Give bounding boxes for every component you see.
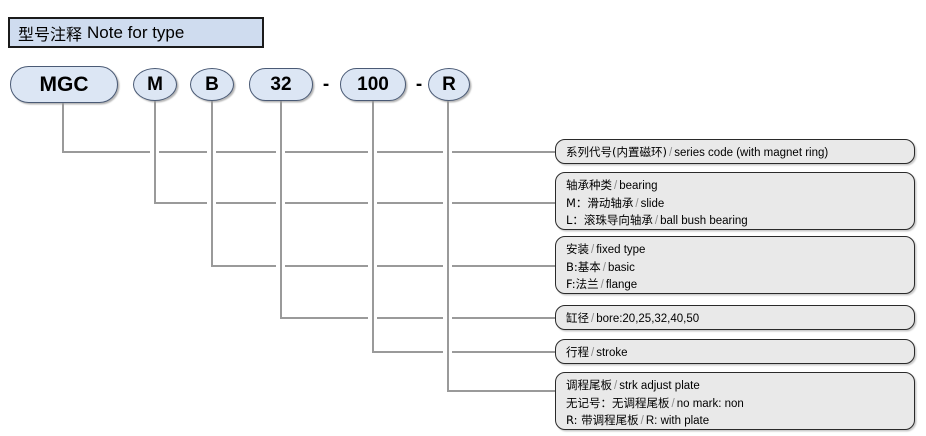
leader-vline-stroke [372, 101, 374, 353]
leader-hline-series [285, 151, 368, 153]
leader-hline-bearing [285, 202, 368, 204]
leader-vline-adjust-plate [447, 101, 449, 392]
code-separator-1: - [322, 73, 330, 95]
description-series: 系列代号(内置磁环)/series code (with magnet ring… [555, 139, 915, 164]
code-segment-bore-label: 32 [270, 73, 292, 95]
leader-hline-bearing [154, 202, 207, 204]
leader-hline-stroke [372, 351, 443, 353]
leader-hline-series [159, 151, 207, 153]
description-bore: 缸径/bore:20,25,32,40,50 [555, 305, 915, 330]
leader-hline-series [377, 151, 443, 153]
description-line: L：滚珠导向轴承/ball bush bearing [566, 213, 748, 227]
description-line: 调程尾板/strk adjust plate [566, 378, 700, 392]
description-line: R: 带调程尾板/R: with plate [566, 413, 710, 427]
code-segment-bearing-label: M [147, 73, 163, 95]
leader-hline-stroke [452, 351, 557, 353]
code-segment-fixed-type-label: B [205, 73, 219, 95]
leader-hline-series [62, 151, 150, 153]
leader-hline-adjust-plate [447, 390, 557, 392]
code-segment-bearing[interactable]: M [133, 68, 177, 101]
leader-hline-fixed-type [285, 265, 368, 267]
leader-hline-fixed-type [452, 265, 557, 267]
description-stroke: 行程/stroke [555, 339, 915, 364]
description-line: 缸径/bore:20,25,32,40,50 [566, 311, 700, 325]
leader-hline-bore [377, 317, 443, 319]
leader-vline-fixed-type [211, 101, 213, 267]
code-segment-adjust-plate[interactable]: R [428, 68, 470, 101]
code-segment-bore[interactable]: 32 [249, 68, 313, 101]
leader-hline-fixed-type [211, 265, 276, 267]
code-segment-stroke-label: 100 [357, 73, 389, 95]
code-segment-stroke[interactable]: 100 [340, 68, 406, 101]
leader-vline-series [62, 103, 64, 153]
leader-vline-bearing [154, 101, 156, 204]
leader-hline-bearing [452, 202, 557, 204]
page-title-cn: 型号注释 [18, 24, 83, 44]
code-separator-2: - [415, 73, 423, 95]
leader-hline-bore [280, 317, 368, 319]
leader-hline-bearing [377, 202, 443, 204]
leader-hline-fixed-type [377, 265, 443, 267]
description-line: 无记号：无调程尾板/no mark: non [566, 395, 744, 410]
code-segment-series-label: MGC [39, 72, 89, 96]
description-adjust-plate: 调程尾板/strk adjust plate 无记号：无调程尾板/no mark… [555, 372, 915, 430]
description-line: 系列代号(内置磁环)/series code (with magnet ring… [566, 145, 829, 159]
page-title-en: Note for type [87, 22, 185, 42]
code-segment-adjust-plate-label: R [442, 73, 456, 95]
description-line: F:法兰/flange [566, 277, 638, 291]
description-line: M：滑动轴承/slide [566, 195, 665, 210]
leader-vline-bore [280, 101, 282, 319]
leader-hline-series [216, 151, 276, 153]
code-segment-series[interactable]: MGC [10, 66, 118, 103]
description-bearing: 轴承种类/bearing M：滑动轴承/slide L：滚珠导向轴承/ball … [555, 172, 915, 230]
leader-hline-bore [452, 317, 557, 319]
description-line: B:基本/basic [566, 259, 635, 274]
description-line: 安装/fixed type [566, 242, 646, 256]
page-title: 型号注释 Note for type [8, 17, 264, 48]
description-line: 行程/stroke [566, 345, 628, 359]
leader-hline-bearing [216, 202, 276, 204]
leader-hline-series [452, 151, 557, 153]
code-segment-fixed-type[interactable]: B [190, 68, 234, 101]
description-fixed-type: 安装/fixed type B:基本/basic F:法兰/flange [555, 236, 915, 294]
description-line: 轴承种类/bearing [566, 178, 658, 192]
